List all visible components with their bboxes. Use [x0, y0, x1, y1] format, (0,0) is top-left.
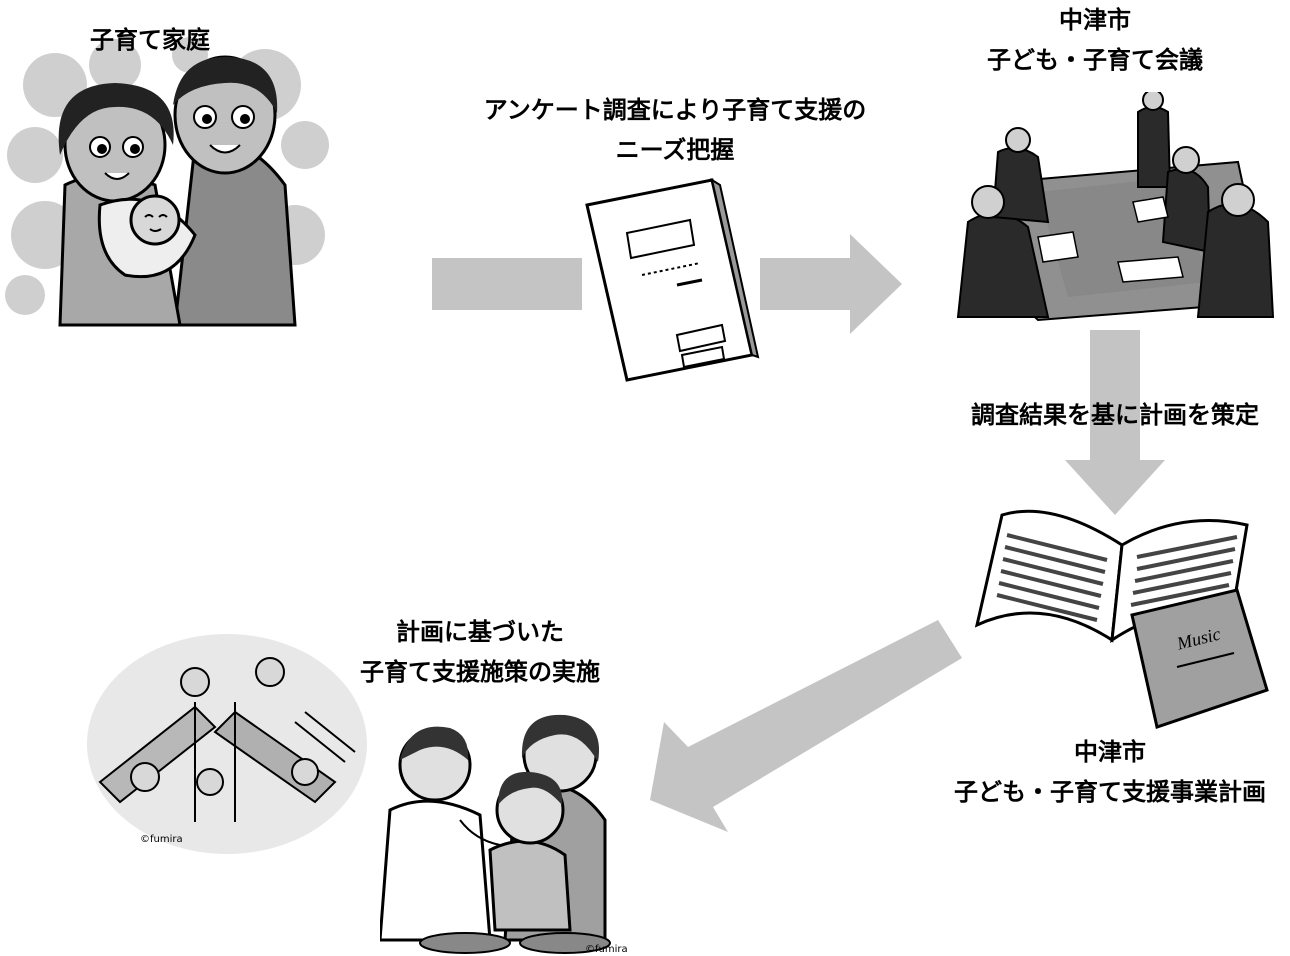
meeting-illustration — [956, 92, 1275, 322]
plan-step-text: 調査結果を基に計画を策定 — [971, 401, 1259, 429]
council-label-line2: 子ども・子育て会議 — [987, 46, 1203, 74]
implement-label-line1: 計画に基づいた — [396, 618, 564, 646]
playground-illustration: ©fumira — [87, 634, 367, 854]
council-label: 中津市 子ども・子育て会議 — [960, 0, 1230, 80]
plan-step-label: 調査結果を基に計画を策定 — [945, 395, 1285, 435]
implement-label-line2: 子育て支援施策の実施 — [360, 658, 600, 686]
family-title: 子育て家庭 — [90, 26, 210, 54]
doctor-illustration: ©fumira — [380, 714, 628, 955]
family-label: 子育て家庭 — [70, 20, 230, 60]
survey-label: アンケート調査により子育て支援の ニーズ把握 — [455, 90, 895, 170]
family-illustration — [5, 37, 329, 327]
plan-label: 中津市 子ども・子育て支援事業計画 — [930, 732, 1290, 812]
survey-booklet-illustration — [585, 177, 760, 382]
plan-label-line1: 中津市 — [1074, 738, 1146, 766]
arrow-council-to-plan — [1065, 330, 1165, 515]
arrow-survey-to-council — [760, 234, 902, 334]
copyright-label-2: ©fumira — [585, 944, 628, 955]
plan-label-line2: 子ども・子育て支援事業計画 — [954, 778, 1266, 806]
arrow-family-to-survey-shaft — [432, 258, 582, 310]
plan-books-illustration: Music — [974, 509, 1269, 729]
implement-label: 計画に基づいた 子育て支援施策の実施 — [330, 612, 630, 692]
copyright-label-1: ©fumira — [140, 834, 183, 845]
arrow-plan-to-implement — [650, 620, 962, 832]
survey-label-line2: ニーズ把握 — [615, 136, 735, 164]
council-label-line1: 中津市 — [1059, 6, 1131, 34]
survey-label-line1: アンケート調査により子育て支援の — [483, 96, 867, 124]
